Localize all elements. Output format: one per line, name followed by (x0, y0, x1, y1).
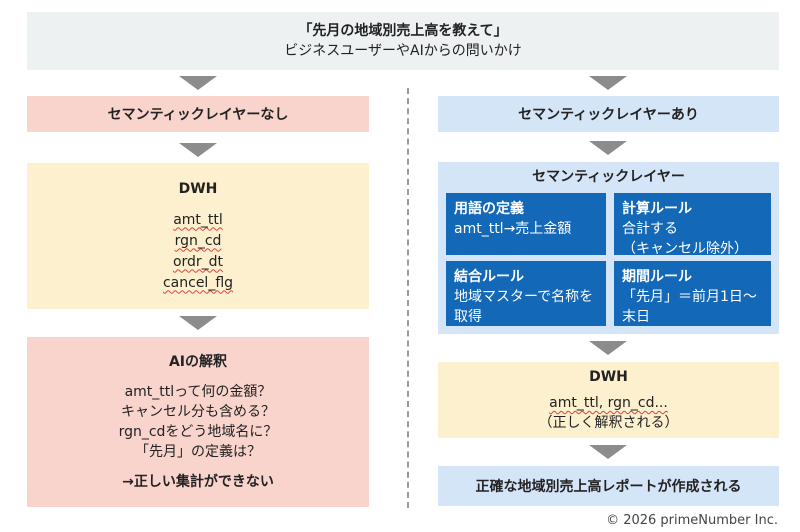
dwh-title: DWH (178, 180, 218, 197)
ai-question-line: amt_ttlって何の金額？ (124, 384, 272, 400)
header-with-semantic-layer: セマンティックレイヤーあり (438, 96, 779, 132)
ai-question-line: rgn_cdをどう地域名に？ (118, 424, 278, 440)
dwh-box-left: DWH amt_ttl rgn_cd ordr_dt cancel_flg (27, 163, 369, 309)
copyright: © 2026 primeNumber Inc. (606, 513, 778, 528)
dwh-columns-line: amt_ttl, rgn_cd... (549, 395, 668, 411)
question-subtitle: ビジネスユーザーやAIからの問いかけ (284, 43, 522, 59)
ai-interpretation-box: AIの解釈 amt_ttlって何の金額？ キャンセル分も含める？ rgn_cdを… (27, 337, 369, 507)
ai-question-line: 「先月」の定義は？ (135, 444, 261, 460)
semantic-cell-period-rule: 期間ルール 「先月」＝前月1日〜 末日 (614, 261, 771, 326)
semantic-layer-title: セマンティックレイヤー (532, 169, 685, 185)
dwh-box-right: DWH amt_ttl, rgn_cd... （正しく解釈される） (438, 362, 779, 438)
ai-title: AIの解釈 (168, 354, 228, 370)
dwh-column: amt_ttl (173, 211, 223, 228)
dwh-title: DWH (589, 369, 628, 385)
arrow-down-icon (589, 141, 627, 155)
cell-title: 期間ルール (622, 269, 692, 285)
arrow-down-icon (179, 143, 217, 157)
dwh-column: ordr_dt (172, 253, 224, 270)
arrow-down-icon (589, 445, 627, 459)
cell-body: 地域マスターで名称を 取得 (454, 289, 594, 325)
cell-title: 結合ルール (454, 269, 524, 285)
output-result-box: 正確な地域別売上高レポートが作成される (438, 466, 779, 506)
cell-body: 「先月」＝前月1日〜 末日 (622, 289, 757, 325)
semantic-cell-calculation-rule: 計算ルール 合計する （キャンセル除外） (614, 193, 771, 257)
column-divider (407, 88, 409, 508)
ai-question-line: キャンセル分も含める？ (121, 404, 275, 420)
ai-conclusion: →正しい集計ができない (122, 474, 274, 490)
arrow-down-icon (589, 76, 627, 90)
arrow-down-icon (179, 316, 217, 330)
dwh-column: rgn_cd (174, 232, 222, 249)
cell-title: 用語の定義 (454, 201, 524, 217)
dwh-interpreted-note: （正しく解釈される） (538, 415, 679, 431)
dwh-column: cancel_flg (162, 274, 234, 291)
header-without-semantic-layer: セマンティックレイヤーなし (27, 96, 369, 132)
cell-body: 合計する （キャンセル除外） (622, 221, 748, 257)
arrow-down-icon (179, 76, 217, 90)
cell-title: 計算ルール (622, 201, 692, 217)
semantic-cell-term-definition: 用語の定義 amt_ttl→売上金額 (446, 193, 606, 255)
cell-body: amt_ttl→売上金額 (454, 221, 572, 237)
question-box: 「先月の地域別売上高を教えて」 ビジネスユーザーやAIからの問いかけ (27, 12, 779, 70)
question-text: 「先月の地域別売上高を教えて」 (298, 23, 508, 39)
arrow-down-icon (589, 341, 627, 355)
semantic-cell-join-rule: 結合ルール 地域マスターで名称を 取得 (446, 261, 606, 326)
